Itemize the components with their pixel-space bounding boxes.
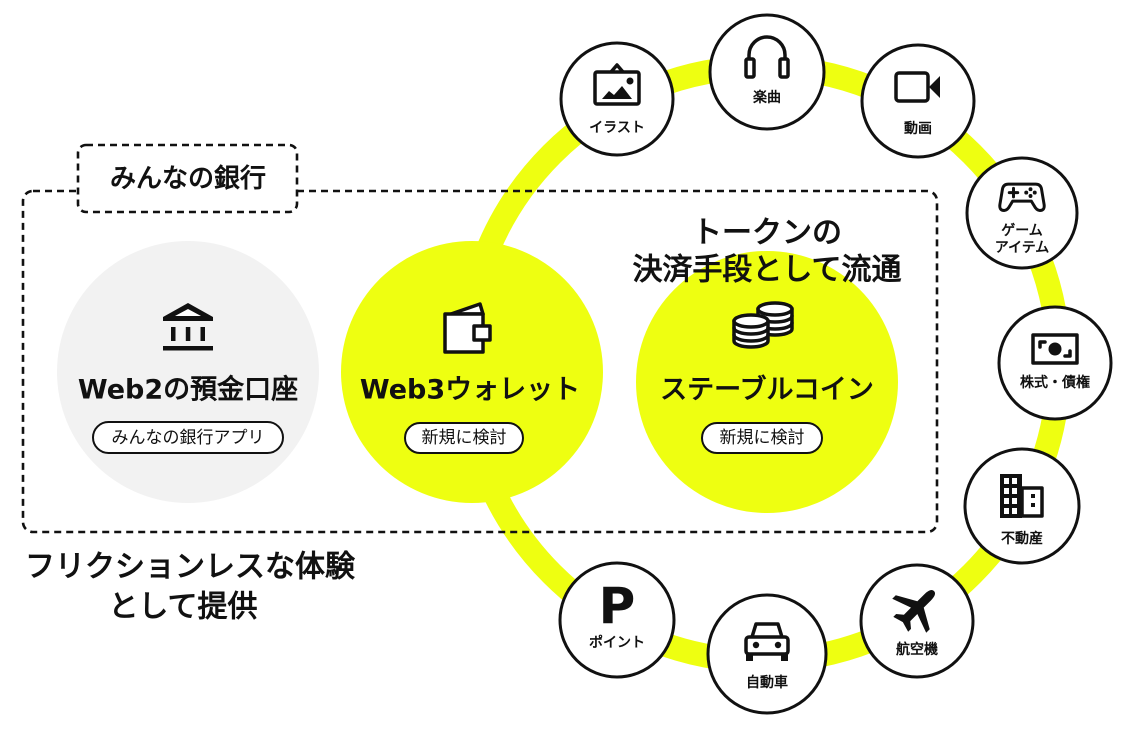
headphones-icon bbox=[744, 35, 790, 79]
ring-item-music: 楽曲 bbox=[708, 13, 826, 131]
token-title-line1: トークンの bbox=[692, 216, 842, 251]
building-icon bbox=[1000, 474, 1044, 518]
token-title: トークンの 決済手段として流通 bbox=[632, 216, 901, 288]
car-icon bbox=[744, 622, 790, 661]
node-web3: Web3ウォレット 新規に検討 bbox=[341, 241, 603, 503]
ring-item-disc bbox=[708, 13, 826, 131]
web3-badge-pill bbox=[404, 422, 524, 454]
coin-stack-front bbox=[732, 313, 770, 349]
stablecoin-label: ステーブルコイン bbox=[660, 374, 874, 406]
ring-item-label: ポイント bbox=[589, 634, 645, 651]
web2-badge-text: みんなの銀行アプリ bbox=[112, 428, 265, 448]
video-camera-icon bbox=[894, 71, 940, 103]
coins-icon bbox=[732, 301, 794, 349]
web2-badge: みんなの銀行アプリ bbox=[92, 421, 284, 454]
bank-group-label-box bbox=[76, 143, 299, 214]
bank-group-label-text: みんなの銀行 bbox=[110, 163, 266, 194]
ring-item-label: 自動車 bbox=[746, 674, 788, 691]
wallet-icon bbox=[443, 302, 492, 354]
ring-item-label: 不動産 bbox=[1001, 530, 1043, 547]
stablecoin-badge-pill bbox=[701, 422, 823, 454]
web3-disc bbox=[341, 241, 603, 503]
gamepad-icon bbox=[998, 182, 1046, 212]
stock-certificate-icon bbox=[1031, 333, 1079, 365]
ring-item-label-line2: アイテム bbox=[995, 240, 1050, 256]
web2-disc bbox=[57, 241, 319, 503]
ring-item-label-line1: ゲーム bbox=[1001, 222, 1043, 239]
ring-item-game-item: ゲーム アイテム bbox=[965, 156, 1079, 270]
token-title-line2: 決済手段として流通 bbox=[632, 253, 901, 288]
ring-item-disc bbox=[859, 563, 975, 679]
web3-badge-text: 新規に検討 bbox=[422, 428, 507, 448]
ring-item-securities: 株式・債権 bbox=[997, 305, 1113, 421]
frictionless-caption-line1: フリクションレスな体験 bbox=[25, 550, 356, 585]
stablecoin-badge: 新規に検討 bbox=[701, 422, 823, 454]
airplane-icon bbox=[892, 589, 936, 633]
frictionless-caption-line2: として提供 bbox=[108, 590, 257, 625]
stablecoin-badge-text: 新規に検討 bbox=[720, 428, 805, 448]
ring-item-real-estate: 不動産 bbox=[963, 447, 1081, 565]
bank-group-boundary bbox=[21, 189, 939, 534]
ring-item-points: P ポイント bbox=[558, 561, 676, 679]
node-web2: Web2の預金口座 みんなの銀行アプリ bbox=[57, 241, 319, 503]
point-icon: P bbox=[599, 577, 636, 635]
stablecoin-disc bbox=[636, 251, 898, 513]
picture-frame-icon bbox=[593, 63, 641, 106]
ring-item-illustration: イラスト bbox=[559, 41, 675, 157]
ring-item-label: 楽曲 bbox=[752, 89, 781, 106]
web2-label: Web2の預金口座 bbox=[78, 374, 298, 406]
web3-badge: 新規に検討 bbox=[404, 422, 524, 454]
ring-item-label: イラスト bbox=[589, 120, 645, 136]
ring-item-label: 動画 bbox=[904, 120, 932, 137]
ring-item-aircraft: 航空機 bbox=[859, 563, 975, 679]
web2-badge-pill bbox=[92, 421, 284, 454]
ring-item-disc bbox=[558, 561, 676, 679]
frictionless-caption: フリクションレスな体験 として提供 bbox=[25, 550, 356, 625]
ring-item-label: 航空機 bbox=[896, 641, 938, 658]
ring-item-disc bbox=[965, 156, 1079, 270]
ring-item-car: 自動車 bbox=[706, 593, 828, 715]
bank-group-label: みんなの銀行 bbox=[76, 143, 299, 214]
ring-item-label: 株式・債権 bbox=[1020, 374, 1090, 391]
bank-icon bbox=[163, 303, 213, 351]
node-stablecoin: ステーブルコイン 新規に検討 bbox=[636, 251, 898, 513]
ring-item-video: 動画 bbox=[860, 43, 976, 159]
web3-label: Web3ウォレット bbox=[360, 375, 580, 406]
